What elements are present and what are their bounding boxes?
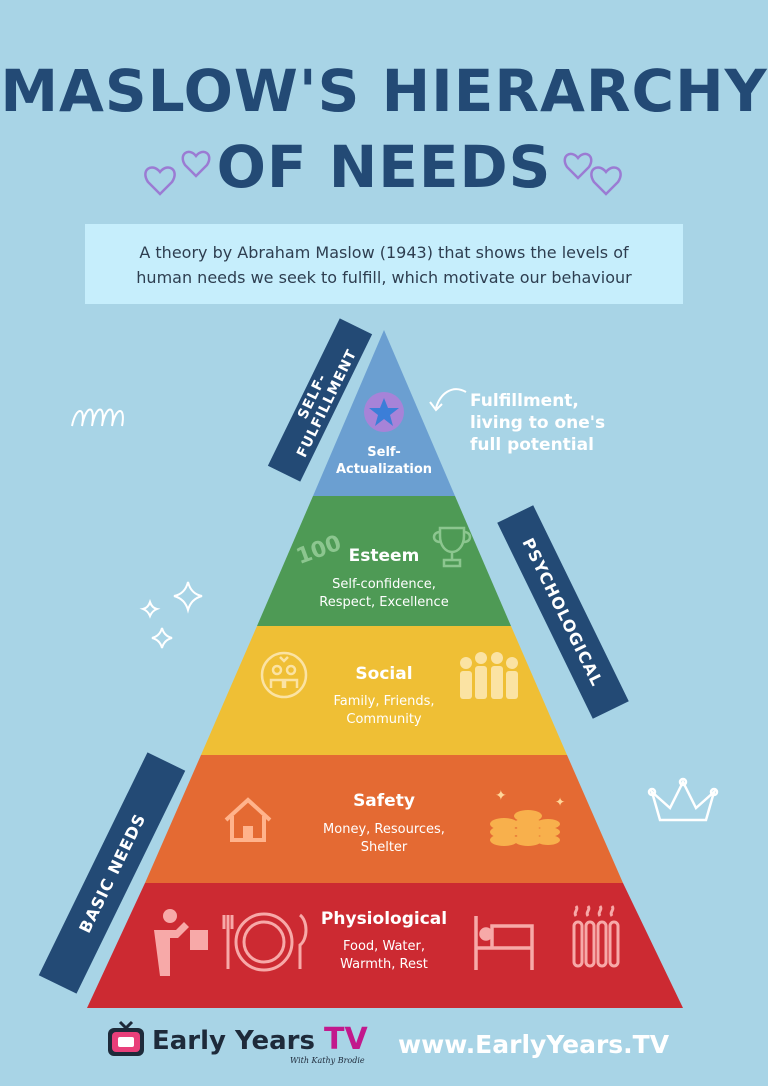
level-desc-social: Family, Friends, Community	[304, 693, 464, 729]
note-line1: Fulfillment,	[470, 391, 579, 411]
level-desc-social-line1: Family, Friends,	[333, 694, 435, 709]
level-title-self-actualization: Self- Actualization	[324, 444, 444, 478]
coins-icon: ✦ ✦	[490, 788, 565, 846]
plate-cutlery-icon	[222, 912, 308, 972]
spring-doodle	[71, 408, 124, 427]
trophy-icon	[432, 526, 472, 568]
footer-byline: With Kathy Brodie	[290, 1056, 365, 1065]
note-line3: full potential	[470, 435, 594, 455]
level-desc-physiological-line1: Food, Water,	[343, 939, 425, 954]
level-desc-esteem: Self-confidence, Respect, Excellence	[304, 576, 464, 612]
svg-text:✦: ✦	[555, 795, 565, 809]
level-title-physiological: Physiological	[320, 909, 448, 929]
level-title-self-line1: Self-	[367, 445, 401, 460]
house-icon	[224, 797, 272, 842]
star-icon	[364, 392, 404, 432]
level-title-social: Social	[355, 664, 413, 684]
group-hug-icon	[460, 652, 518, 699]
level-desc-safety-line2: Shelter	[360, 840, 408, 855]
footer-url[interactable]: www.EarlyYears.TV	[398, 1030, 670, 1059]
note-line2: living to one's	[470, 413, 606, 433]
level-desc-physiological: Food, Water, Warmth, Rest	[304, 938, 464, 974]
level-safety	[145, 755, 623, 883]
sparkle-icon	[139, 581, 203, 649]
tv-logo-icon	[108, 1020, 144, 1056]
level-desc-social-line2: Community	[346, 712, 422, 727]
footer-brand-name: Early Years	[152, 1026, 315, 1056]
subtitle-box	[85, 224, 683, 304]
subtitle-line1: A theory by Abraham Maslow (1943) that s…	[139, 243, 629, 262]
footer-brand: Early Years TV	[152, 1022, 368, 1057]
family-icon	[260, 651, 308, 699]
bed-icon	[474, 916, 534, 970]
page-title-line2: OF NEEDS	[216, 133, 552, 201]
level-title-safety: Safety	[353, 791, 415, 811]
level-physiological	[87, 883, 683, 1008]
level-desc-esteem-line1: Self-confidence,	[332, 577, 436, 592]
level-desc-physiological-line2: Warmth, Rest	[340, 957, 428, 972]
drinking-icon	[154, 909, 208, 976]
radiator-icon	[572, 905, 620, 968]
heart-icon	[144, 150, 622, 196]
crown-icon	[647, 777, 719, 822]
curved-arrow-icon	[429, 388, 467, 412]
level-desc-safety: Money, Resources, Shelter	[304, 821, 464, 857]
subtitle-line2: human needs we seek to fulfill, which mo…	[136, 268, 632, 287]
level-title-esteem: Esteem	[348, 546, 420, 566]
svg-text:✦: ✦	[495, 788, 507, 804]
level-desc-safety-line1: Money, Resources,	[323, 822, 445, 837]
level-title-self-line2: Actualization	[335, 462, 433, 477]
footer-brand-tv: TV	[324, 1022, 368, 1057]
self-actualization-note: Fulfillment, living to one's full potent…	[470, 390, 620, 456]
level-desc-esteem-line2: Respect, Excellence	[319, 595, 449, 610]
page-title-line1: MASLOW'S HIERARCHY	[0, 57, 768, 125]
